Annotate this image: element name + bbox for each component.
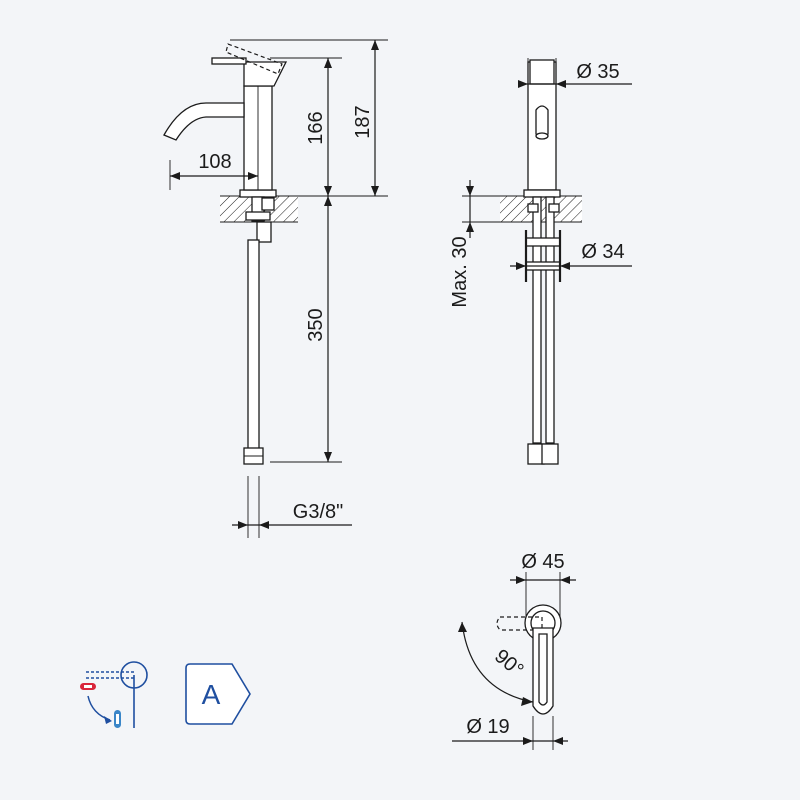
front-lever-top	[529, 59, 555, 85]
dim-label-d35: Ø 35	[576, 61, 619, 83]
lever-open-position	[225, 43, 283, 75]
base-flange	[239, 189, 277, 198]
lever-top-plate	[211, 57, 247, 65]
front-base-flange	[523, 189, 561, 198]
dim-label-350: 350	[305, 308, 327, 341]
dim-label-g38: G3/8"	[293, 501, 343, 523]
energy-class-badge: A	[185, 663, 251, 725]
dim-label-108: 108	[198, 151, 231, 173]
dim-label-d19: Ø 19	[466, 716, 509, 738]
side-view: 108 166 187 350 G3/8"	[163, 39, 388, 538]
mix-arrow-icon	[87, 695, 111, 721]
front-mounting-plate	[525, 237, 561, 247]
hot-cold-lever-icon	[80, 661, 148, 728]
top-lever	[532, 627, 554, 715]
lever-handle	[243, 61, 288, 87]
dim-label-166: 166	[305, 111, 327, 144]
front-view: Ø 35 Ø 34 Max. 30	[449, 58, 632, 465]
dim-label-max30: Max. 30	[449, 236, 471, 307]
dim-label-d34: Ø 34	[581, 241, 624, 263]
energy-class-label: A	[202, 679, 221, 710]
supply-hose	[247, 239, 260, 451]
top-view: Ø 45 90° Ø 19	[452, 551, 576, 750]
rotation-arc	[461, 621, 534, 703]
lever-rotated-position	[496, 616, 543, 631]
dim-label-d45: Ø 45	[521, 551, 564, 573]
shank-end	[256, 221, 272, 243]
dim-label-90: 90°	[490, 645, 527, 681]
spout	[163, 102, 245, 141]
front-hose-connector-right	[541, 443, 559, 465]
mounting-nut	[245, 211, 271, 221]
dim-label-187: 187	[352, 105, 374, 138]
